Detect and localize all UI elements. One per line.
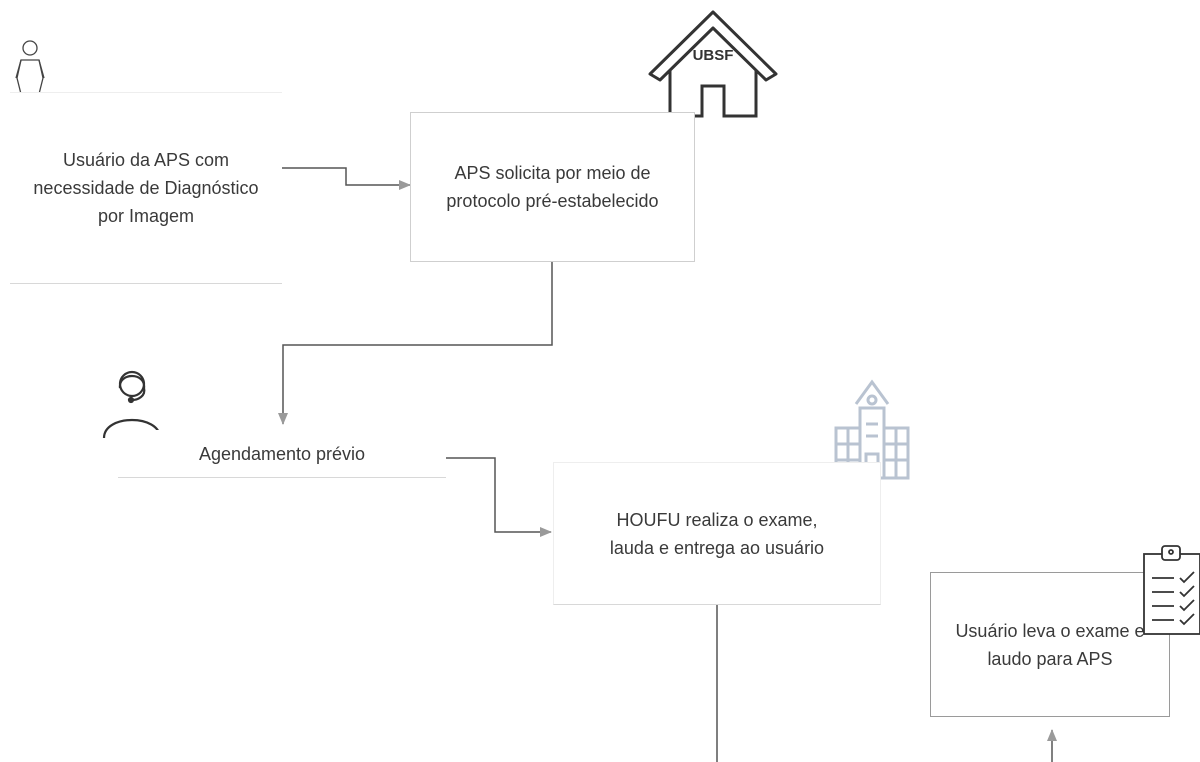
connector-user-to-aps — [281, 167, 411, 190]
connector-aps-to-scheduling — [278, 262, 553, 425]
house-icon — [648, 10, 778, 118]
node-houfu-exam-label: HOUFU realiza o exame, lauda e entrega a… — [609, 509, 825, 558]
node-houfu-exam: HOUFU realiza o exame, lauda e entrega a… — [553, 462, 881, 605]
ubsf-label: UBSF — [692, 47, 734, 64]
node-aps-request: APS solicita por meio de protocolo pré-e… — [410, 112, 695, 262]
node-user-need: Usuário da APS com necessidade de Diagnó… — [10, 92, 282, 284]
node-user-need-label: Usuário da APS com necessidade de Diagnó… — [33, 150, 259, 226]
node-user-returns: Usuário leva o exame e laudo para APS — [930, 572, 1170, 717]
node-scheduling-label: Agendamento prévio — [198, 443, 366, 464]
hospital-building-icon — [834, 379, 910, 480]
connector-scheduling-to-houfu — [446, 457, 552, 537]
node-scheduling: Agendamento prévio — [118, 430, 446, 478]
node-user-returns-label: Usuário leva o exame e laudo para APS — [955, 620, 1145, 669]
clipboard-checklist-icon — [1143, 545, 1200, 635]
node-aps-request-label: APS solicita por meio de protocolo pré-e… — [446, 163, 659, 211]
